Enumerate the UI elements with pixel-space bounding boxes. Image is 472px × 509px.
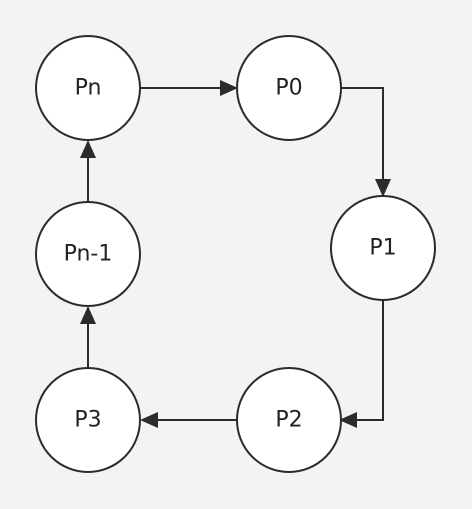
node-p2[interactable]: P2 xyxy=(236,367,342,473)
node-label: Pn-1 xyxy=(64,242,113,267)
node-pn-1[interactable]: Pn-1 xyxy=(35,201,141,307)
node-pn[interactable]: Pn xyxy=(35,35,141,141)
edge-p1-to-p2 xyxy=(339,300,384,428)
node-label: P0 xyxy=(275,76,302,101)
edge-pn-to-p0 xyxy=(141,80,238,96)
node-label: P3 xyxy=(74,408,101,433)
edges xyxy=(80,80,391,428)
edge-p0-to-p1 xyxy=(341,87,391,197)
edge-p3-to-pn1 xyxy=(80,306,96,369)
edge-p2-to-p3 xyxy=(140,412,237,428)
node-label: Pn xyxy=(75,76,102,101)
node-label: P2 xyxy=(275,408,302,433)
node-p3[interactable]: P3 xyxy=(35,367,141,473)
node-p1[interactable]: P1 xyxy=(330,195,436,301)
node-label: P1 xyxy=(369,236,396,261)
node-p0[interactable]: P0 xyxy=(236,35,342,141)
edge-pn1-to-pn xyxy=(80,140,96,203)
